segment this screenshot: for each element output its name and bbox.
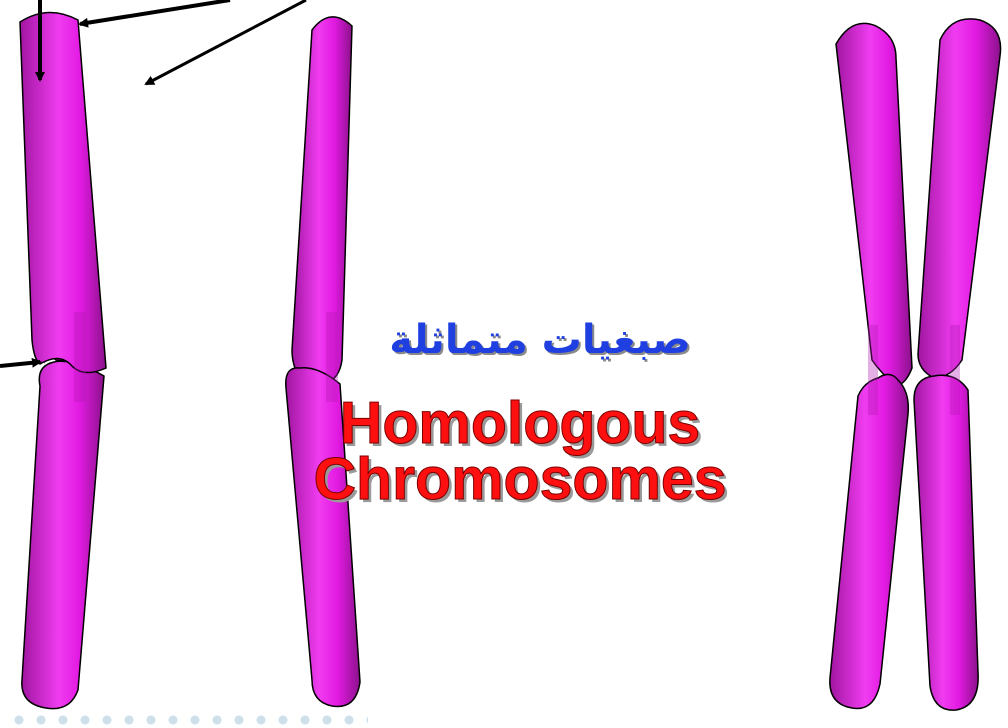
title-english-line-2: Chromosomes [240,451,800,507]
right-pair-chromatid-a [830,23,912,708]
title-english: Homologous Chromosomes [240,395,800,507]
title-arabic: صبغيات متماثلة [360,316,720,364]
arrow-to-top-of-chromosome [80,0,230,24]
arrow-to-centromere [0,362,40,366]
arrow-to-chromosome-side [146,0,306,84]
right-pair-chromatid-b [914,19,1001,710]
left-chromosome [20,12,106,708]
decorative-dot-strip [8,712,368,728]
title-english-line-1: Homologous [240,395,800,451]
middle-chromosome [286,17,360,707]
